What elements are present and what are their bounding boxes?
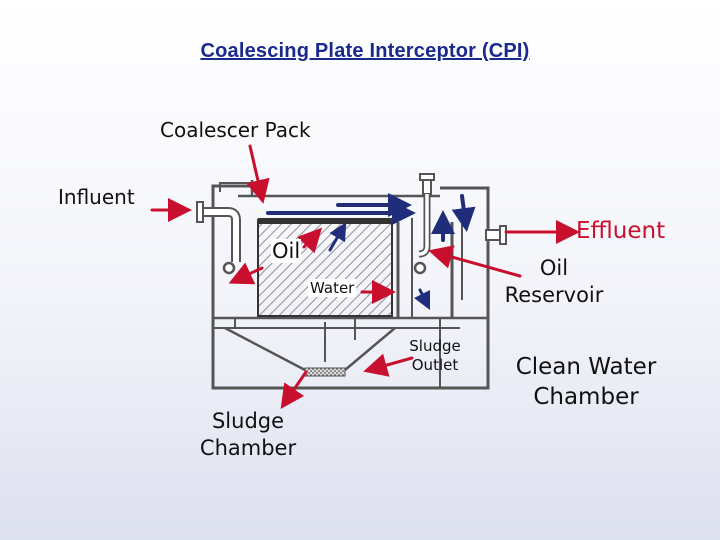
tank-body — [211, 186, 490, 390]
top-pipe — [211, 180, 254, 196]
effluent-pipe — [485, 225, 507, 245]
label-sludge-outlet: Sludge Outlet — [409, 337, 461, 374]
label-clean-water-chamber: Clean Water Chamber — [515, 354, 657, 410]
label-oil-reservoir: Oil Reservoir — [504, 256, 604, 307]
label-oil: Oil — [271, 239, 302, 263]
label-influent: Influent — [58, 185, 135, 209]
coalescer-pack — [257, 218, 393, 317]
flow-arrows — [266, 193, 476, 311]
diagram-title: Coalescing Plate Interceptor (CPI) — [200, 40, 530, 62]
pointer-arrows — [150, 144, 580, 409]
label-water: Water — [308, 279, 357, 297]
vent-pipe — [413, 173, 435, 275]
label-sludge-chamber: Sludge Chamber — [199, 409, 297, 460]
influent-pipe — [196, 201, 241, 275]
label-coalescer-pack: Coalescer Pack — [160, 118, 311, 142]
label-effluent: Effluent — [576, 218, 666, 244]
